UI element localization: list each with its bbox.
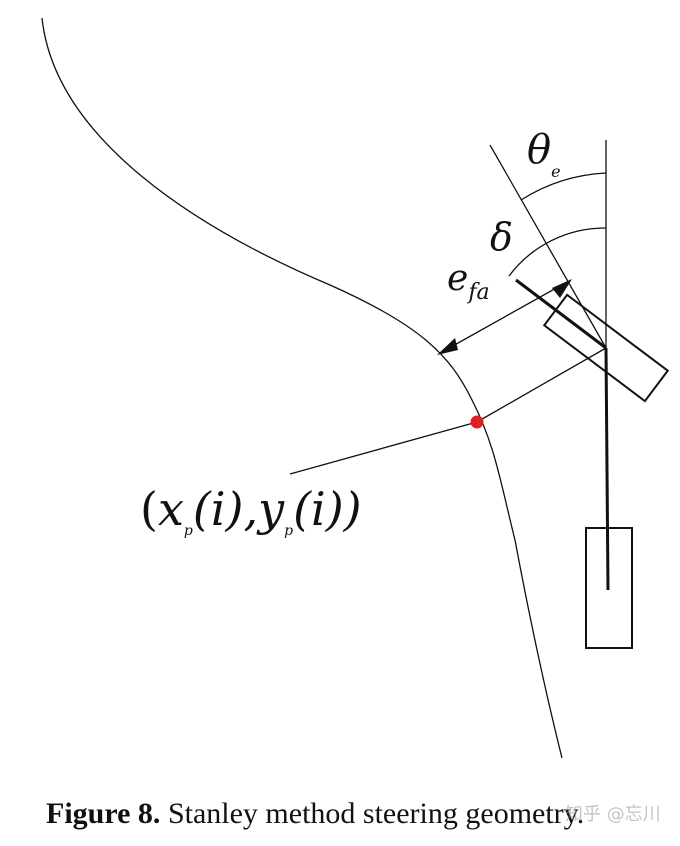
x-symbol: x bbox=[158, 482, 184, 536]
y-symbol: y bbox=[256, 482, 285, 536]
theta-symbol: θ bbox=[527, 127, 551, 173]
path-point-open-paren: ( bbox=[140, 482, 158, 536]
e-fa-label: efa bbox=[447, 258, 490, 305]
front-wheel bbox=[542, 293, 670, 403]
delta-label: δ bbox=[490, 215, 513, 259]
watermark: 知乎 @忘川 bbox=[565, 804, 661, 825]
steering-wheel-axis bbox=[515, 278, 607, 350]
y-argument: (i)) bbox=[293, 482, 362, 536]
delta-symbol: δ bbox=[490, 215, 513, 259]
path-point-marker bbox=[470, 415, 484, 429]
figure-caption-text: Stanley method steering geometry. bbox=[167, 797, 585, 830]
vehicle-body-line bbox=[604, 347, 610, 591]
theta-subscript: e bbox=[551, 162, 560, 181]
figure-caption: Figure 8. Stanley method steering geomet… bbox=[46, 797, 584, 831]
cross-track-arrowhead-left bbox=[437, 338, 458, 355]
cross-track-error-line bbox=[441, 281, 568, 353]
e-subscript: fa bbox=[466, 280, 489, 305]
path-point-leader-line bbox=[289, 421, 478, 475]
x-subscript: p bbox=[184, 523, 193, 539]
cross-track-arrowhead-right bbox=[552, 279, 572, 298]
heading-line bbox=[489, 144, 607, 349]
theta-e-arc bbox=[520, 172, 607, 201]
rear-wheel bbox=[585, 527, 633, 649]
e-symbol: e bbox=[447, 258, 468, 299]
axle-to-path-point-line bbox=[476, 347, 607, 423]
reference-path-curve bbox=[41, 17, 563, 759]
path-point-label: (xp(i),yp(i)) bbox=[140, 482, 362, 539]
theta-e-label: θe bbox=[527, 127, 561, 181]
y-subscript: p bbox=[284, 523, 293, 539]
delta-arc bbox=[508, 227, 607, 277]
figure-caption-label: Figure 8. bbox=[46, 797, 161, 830]
x-argument: (i), bbox=[193, 482, 258, 536]
